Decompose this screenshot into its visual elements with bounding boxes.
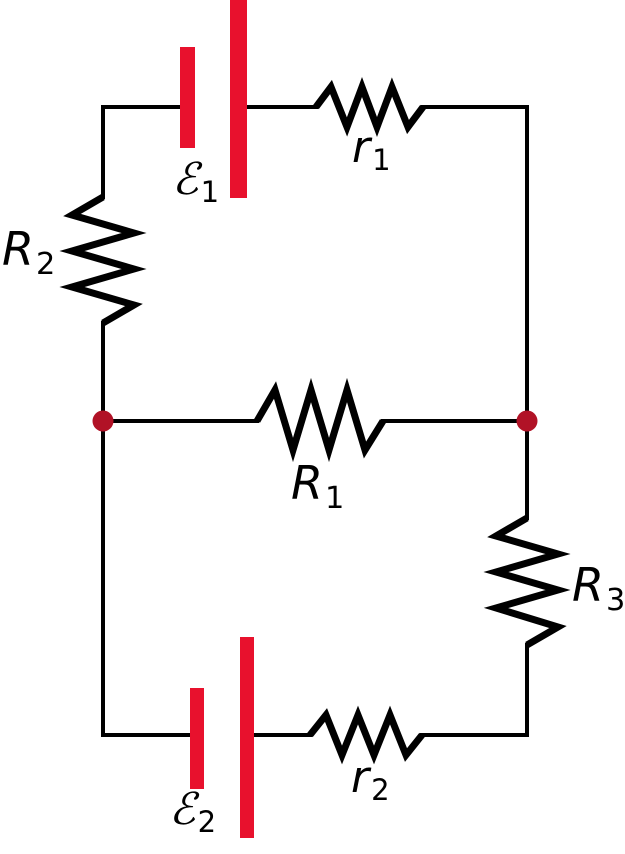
label-R2-base: R — [2, 222, 34, 276]
label-R3-base: R — [572, 558, 604, 612]
label-r2: r2 — [351, 756, 390, 805]
label-r2-base: r — [351, 752, 370, 803]
internal-resistance-r1-zigzag — [313, 77, 426, 137]
label-R3-sub: 3 — [605, 582, 625, 618]
battery-emf1 — [180, 0, 247, 198]
label-emf1-base: ℰ — [172, 154, 199, 205]
battery-emf2-short-plate — [190, 688, 204, 789]
label-emf1-sub: 1 — [200, 175, 220, 210]
wire-top-right — [421, 105, 529, 520]
wire-bottom-right — [420, 643, 529, 737]
label-R1-base: R — [291, 456, 323, 510]
label-emf2: ℰ2 — [169, 788, 216, 837]
label-r2-sub: 2 — [371, 773, 390, 808]
internal-resistance-r2-zigzag — [307, 705, 425, 765]
battery-emf2 — [190, 637, 254, 838]
junction-node-left — [92, 410, 114, 432]
label-emf2-sub: 2 — [197, 805, 217, 840]
battery-emf2-long-plate — [240, 637, 254, 838]
label-emf1: ℰ1 — [172, 158, 219, 207]
label-R2: R2 — [2, 226, 55, 280]
label-R1-sub: 1 — [324, 480, 345, 516]
label-R3: R3 — [572, 562, 625, 616]
battery-emf1-long-plate — [230, 0, 247, 198]
label-emf2-base: ℰ — [169, 784, 196, 835]
battery-emf1-short-plate — [180, 47, 195, 148]
label-R2-sub: 2 — [35, 246, 56, 282]
junction-node-right — [516, 410, 538, 432]
wire-top-left — [101, 105, 180, 199]
label-R1: R1 — [291, 460, 344, 514]
resistor-R2-zigzag — [59, 193, 147, 327]
resistors — [59, 77, 571, 765]
wire-bottom-left — [101, 321, 192, 737]
label-r1-base: r — [352, 122, 371, 173]
label-r1-sub: 1 — [372, 143, 391, 178]
wires — [101, 105, 529, 737]
resistor-R3-zigzag — [483, 514, 571, 649]
label-r1: r1 — [352, 126, 391, 175]
resistor-R1-zigzag — [253, 377, 386, 463]
